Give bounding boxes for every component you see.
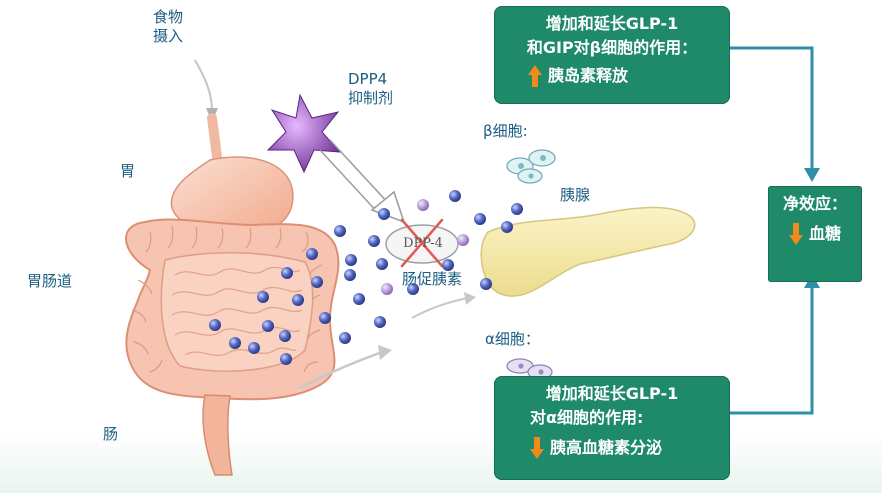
beta-box-line1: 增加和延长GLP-1 <box>545 14 679 33</box>
beta-box-line2: 和GIP对β细胞的作用： <box>526 38 698 57</box>
incretin-label: 肠促胰素 <box>402 270 463 288</box>
connector-lines <box>730 46 814 415</box>
pancreas <box>480 206 696 297</box>
pancreas-label: 胰腺 <box>560 186 591 204</box>
food-intake-arrow <box>194 59 213 113</box>
inhibition-cross-icon <box>400 218 444 268</box>
intestine-label: 肠 <box>103 425 119 443</box>
insulin-release-label: 胰岛素释放 <box>548 66 629 85</box>
stomach-label: 胃 <box>120 162 136 180</box>
gip-molecules <box>381 199 469 295</box>
gi-tract-label: 胃肠道 <box>27 272 73 290</box>
esophagus <box>207 113 223 170</box>
alpha-cell-label: α细胞： <box>485 330 540 348</box>
blood-glucose-label: 血糖 <box>808 224 841 243</box>
alpha-cell-effect-box: 增加和延长GLP-1 对α细胞的作用: 胰高血糖素分泌 <box>494 376 730 480</box>
arrow-up-icon <box>528 65 542 87</box>
alpha-box-line1: 增加和延长GLP-1 <box>545 384 679 403</box>
dpp4-inhibitor-star <box>266 93 342 174</box>
beta-cell-effect-box: 增加和延长GLP-1 和GIP对β细胞的作用： 胰岛素释放 <box>494 6 730 104</box>
glp1-molecules <box>209 190 523 365</box>
net-effect-box: 净效应： 血糖 <box>768 186 862 282</box>
beta-cells <box>506 149 556 184</box>
dpp4-inhibitor-label: DPP4 抑制剂 <box>348 70 394 107</box>
beta-cell-label: β细胞: <box>483 122 528 140</box>
arrow-down-icon <box>530 437 544 459</box>
glucagon-secretion-label: 胰高血糖素分泌 <box>550 438 663 457</box>
net-effect-title: 净效应： <box>782 194 847 213</box>
arrow-down-icon <box>788 223 803 245</box>
food-intake-label: 食物 摄入 <box>152 8 183 45</box>
alpha-cells <box>506 358 553 380</box>
rectum <box>202 394 233 476</box>
alpha-box-line2: 对α细胞的作用: <box>530 408 644 427</box>
dpp4-enzyme-label: DPP-4 <box>403 236 443 251</box>
